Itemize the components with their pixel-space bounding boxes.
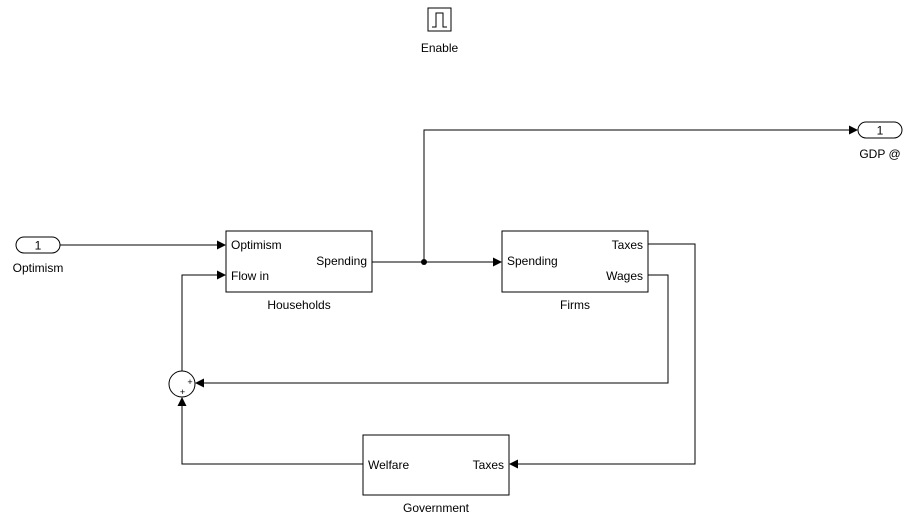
arrow-optimism — [217, 240, 226, 250]
sum-sign-bottom: + — [180, 387, 185, 397]
sum-sign-right: + — [187, 377, 192, 387]
signal-lines — [60, 125, 858, 469]
firms-port-wages: Wages — [606, 269, 643, 283]
line-wages — [204, 274, 669, 384]
firms-block[interactable] — [501, 230, 649, 293]
arrow-wages — [195, 378, 204, 388]
inport-label: Optimism — [13, 261, 64, 275]
arrow-taxes — [509, 459, 518, 469]
line-taxes — [518, 243, 696, 465]
government-label: Government — [403, 501, 470, 515]
arrow-gdp — [849, 125, 858, 135]
line-gdp — [423, 129, 849, 262]
arrow-welfare — [177, 397, 187, 406]
outport-number: 1 — [877, 124, 884, 138]
outport-gdp[interactable]: 1 — [857, 121, 903, 139]
households-label: Households — [267, 298, 330, 312]
government-block[interactable] — [362, 434, 510, 496]
government-port-welfare: Welfare — [368, 458, 409, 472]
firms-port-spending: Spending — [507, 254, 558, 268]
arrow-spending — [493, 257, 502, 267]
enable-port[interactable] — [427, 7, 452, 32]
households-port-spending: Spending — [316, 254, 367, 268]
sum-block[interactable]: + + — [168, 370, 196, 398]
enable-block[interactable] — [427, 7, 452, 32]
households-port-optimism: Optimism — [231, 238, 282, 252]
households-block[interactable] — [225, 230, 373, 293]
outport-label: GDP @ — [859, 147, 900, 161]
government-port-taxes: Taxes — [473, 458, 504, 472]
firms-label: Firms — [560, 298, 590, 312]
inport-number: 1 — [35, 239, 42, 253]
line-flow-in — [181, 274, 217, 371]
line-welfare — [181, 406, 363, 465]
households-port-flow-in: Flow in — [231, 269, 269, 283]
pulse-icon — [432, 12, 447, 28]
inport-optimism[interactable]: 1 — [15, 236, 61, 254]
firms-port-taxes: Taxes — [612, 238, 643, 252]
arrow-flow-in — [217, 270, 226, 280]
enable-label: Enable — [421, 41, 459, 55]
